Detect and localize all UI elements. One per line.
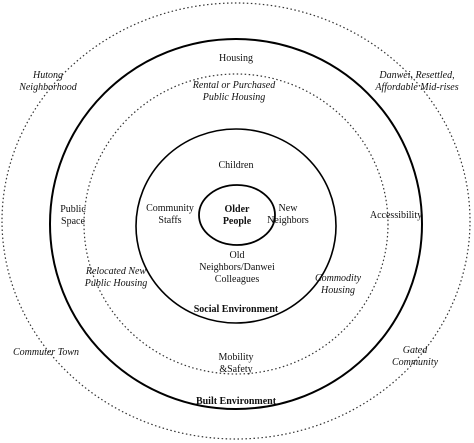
label-danwei-resettled-mid-rises: Danwei, Resettled, Affordable Mid-rises xyxy=(375,70,459,93)
label-mobility-safety: Mobility &Safety xyxy=(218,352,254,375)
label-children: Children xyxy=(218,160,254,171)
center-label-older-people: Older People xyxy=(222,204,252,227)
built-environment-circle xyxy=(49,38,423,410)
label-hutong-neighborhood: Hutong Neighborhood xyxy=(19,70,77,93)
social-environment-title: Social Environment xyxy=(193,304,279,315)
label-rental-purchased-public-housing: Rental or Purchased Public Housing xyxy=(192,80,276,103)
label-new-neighbors: New Neighbors xyxy=(267,203,309,226)
label-gated-community: Gated Community xyxy=(391,345,439,368)
label-commuter-town: Commuter Town xyxy=(12,347,80,358)
label-public-space: Public Space xyxy=(60,204,86,227)
built-environment-title: Built Environment xyxy=(195,396,277,407)
label-community-staffs: Community Staffs xyxy=(146,203,194,226)
social-environment-circle xyxy=(135,128,337,324)
label-relocated-new-public-housing: Relocated New Public Housing xyxy=(84,266,148,289)
label-old-neighbors: Old Neighbors/Danwei Colleagues xyxy=(199,250,275,285)
center-circle xyxy=(198,184,276,246)
inner-dotted-circle xyxy=(83,73,389,375)
label-housing: Housing xyxy=(219,53,253,64)
label-accessibility: Accessibility xyxy=(369,210,423,221)
label-commodity-housing: Commodity Housing xyxy=(314,273,362,296)
